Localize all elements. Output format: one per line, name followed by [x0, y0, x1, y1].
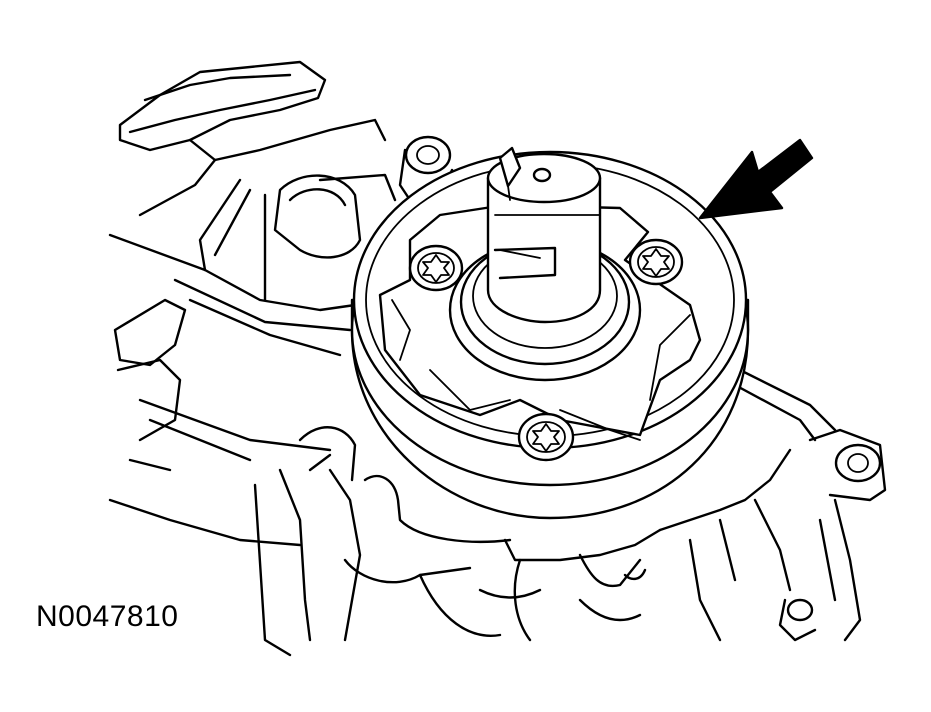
output-shaft: [486, 146, 602, 324]
cover-assembly: [350, 146, 750, 520]
figure-id-label: N0047810: [36, 600, 179, 633]
housing-outline: [108, 60, 887, 657]
bolt-right: [628, 238, 684, 286]
bolt-left: [408, 244, 464, 292]
bolt-bottom: [517, 412, 575, 462]
pointer-arrow-icon: [698, 138, 814, 220]
